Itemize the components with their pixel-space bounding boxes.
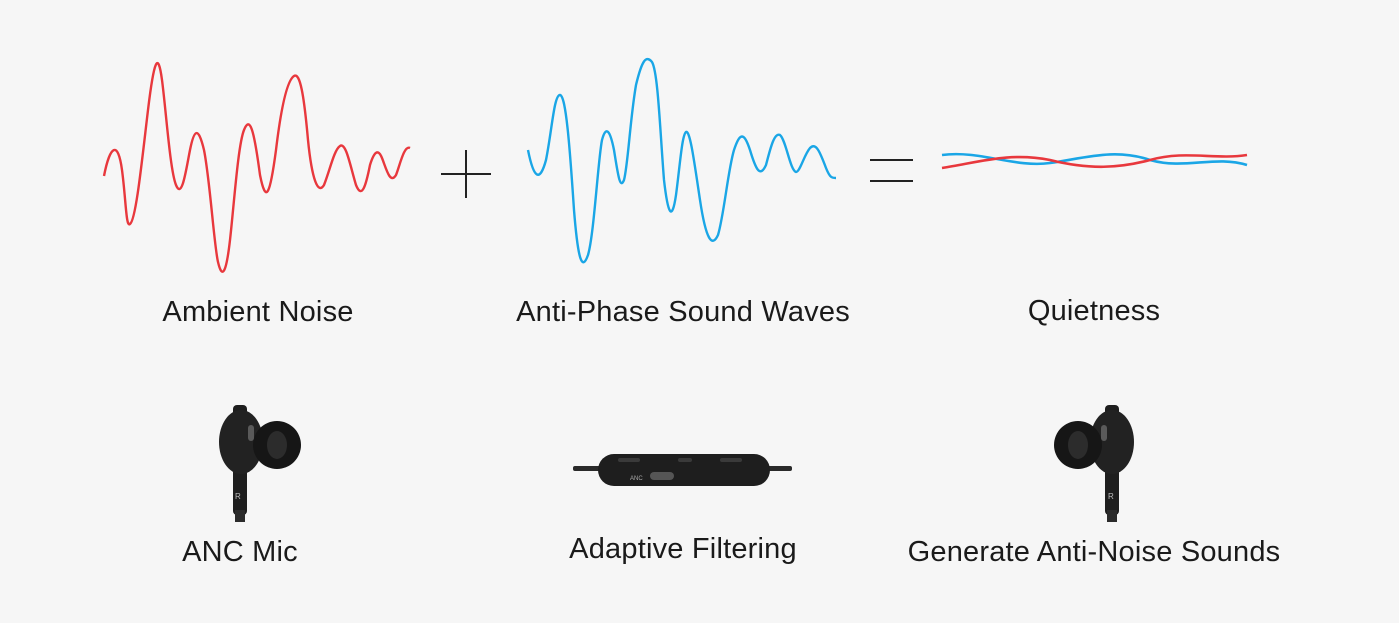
anc-mic-label: ANC Mic — [182, 536, 298, 568]
svg-text:R: R — [235, 492, 241, 501]
anti-phase-label: Anti-Phase Sound Waves — [516, 296, 850, 328]
quietness-label: Quietness — [1027, 295, 1161, 327]
earbud-icon: R — [1054, 405, 1134, 522]
inline-remote-control-icon: ANC — [573, 454, 792, 486]
svg-text:R: R — [1108, 492, 1114, 501]
plus-operator — [441, 150, 491, 198]
equals-operator — [870, 159, 913, 182]
ambient-noise-wave — [102, 62, 411, 273]
ambient-noise-label: Ambient Noise — [162, 296, 354, 328]
generate-anti-noise-label: Generate Anti-Noise Sounds — [907, 536, 1281, 568]
earbud-icon: R — [219, 405, 301, 522]
adaptive-filtering-label: Adaptive Filtering — [569, 533, 797, 565]
svg-text:ANC: ANC — [630, 476, 643, 482]
cancelled-wave-icon — [941, 152, 1248, 170]
anti-phase-wave — [526, 57, 837, 264]
